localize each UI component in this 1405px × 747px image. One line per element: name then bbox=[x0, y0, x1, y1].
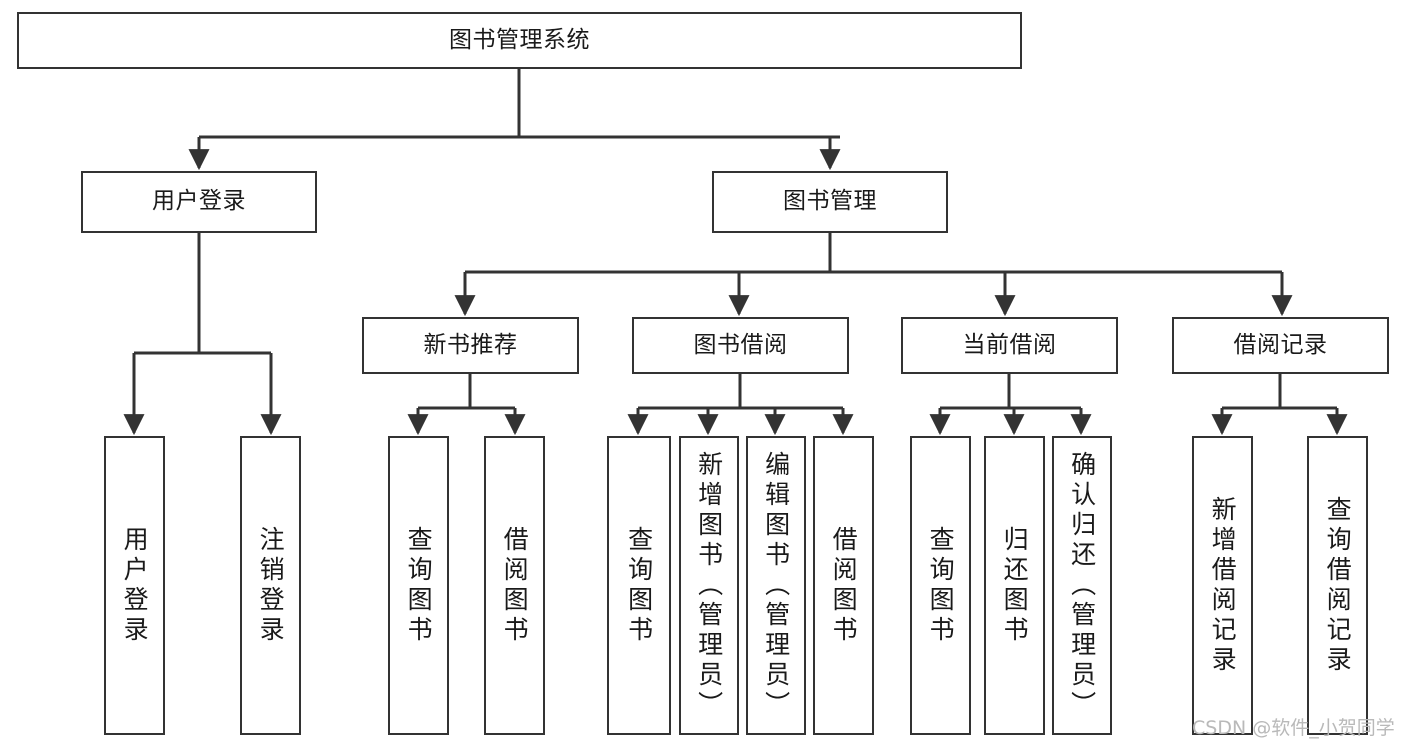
node-label: 新增图书（管理员） bbox=[694, 450, 724, 721]
node-leaf-query-book-borrow[interactable]: 查询图书 bbox=[607, 436, 671, 735]
node-leaf-borrow-book[interactable]: 借阅图书 bbox=[813, 436, 874, 735]
node-leaf-add-book-admin[interactable]: 新增图书（管理员） bbox=[679, 436, 739, 735]
node-label: 确认归还（管理员） bbox=[1067, 450, 1097, 721]
node-label: 当前借阅 bbox=[962, 331, 1057, 358]
node-leaf-borrow-book-newbook[interactable]: 借阅图书 bbox=[484, 436, 545, 735]
node-leaf-query-book-newbook[interactable]: 查询图书 bbox=[388, 436, 449, 735]
node-leaf-query-borrow-record[interactable]: 查询借阅记录 bbox=[1307, 436, 1368, 735]
node-new-book-recommend[interactable]: 新书推荐 bbox=[362, 317, 579, 374]
node-label: 注销登录 bbox=[256, 525, 286, 646]
node-leaf-query-book-current[interactable]: 查询图书 bbox=[910, 436, 971, 735]
node-label: 借阅图书 bbox=[500, 525, 530, 646]
node-label: 查询图书 bbox=[926, 525, 956, 646]
node-label: 图书管理 bbox=[783, 188, 877, 215]
node-label: 编辑图书（管理员） bbox=[761, 450, 791, 721]
node-book-management[interactable]: 图书管理 bbox=[712, 171, 948, 233]
node-label: 查询图书 bbox=[624, 525, 654, 646]
node-leaf-user-login[interactable]: 用户登录 bbox=[104, 436, 165, 735]
node-leaf-confirm-return-admin[interactable]: 确认归还（管理员） bbox=[1052, 436, 1112, 735]
node-label: 查询图书 bbox=[404, 525, 434, 646]
node-root-system[interactable]: 图书管理系统 bbox=[17, 12, 1022, 69]
node-label: 用户登录 bbox=[152, 188, 246, 215]
node-label: 图书借阅 bbox=[693, 331, 788, 358]
node-leaf-logout[interactable]: 注销登录 bbox=[240, 436, 301, 735]
node-label: 查询借阅记录 bbox=[1323, 495, 1353, 676]
node-leaf-add-borrow-record[interactable]: 新增借阅记录 bbox=[1192, 436, 1253, 735]
node-label: 借阅图书 bbox=[829, 525, 859, 646]
node-label: 借阅记录 bbox=[1233, 331, 1328, 358]
node-user-login[interactable]: 用户登录 bbox=[81, 171, 317, 233]
node-book-borrow[interactable]: 图书借阅 bbox=[632, 317, 849, 374]
node-current-borrow[interactable]: 当前借阅 bbox=[901, 317, 1118, 374]
node-label: 图书管理系统 bbox=[449, 26, 590, 53]
watermark: CSDN @软件_小贺同学 bbox=[1192, 717, 1395, 739]
node-leaf-return-book[interactable]: 归还图书 bbox=[984, 436, 1045, 735]
node-label: 新书推荐 bbox=[423, 331, 518, 358]
node-label: 归还图书 bbox=[1000, 525, 1030, 646]
node-borrow-record[interactable]: 借阅记录 bbox=[1172, 317, 1389, 374]
node-label: 用户登录 bbox=[120, 525, 150, 646]
node-leaf-edit-book-admin[interactable]: 编辑图书（管理员） bbox=[746, 436, 806, 735]
node-label: 新增借阅记录 bbox=[1208, 495, 1238, 676]
